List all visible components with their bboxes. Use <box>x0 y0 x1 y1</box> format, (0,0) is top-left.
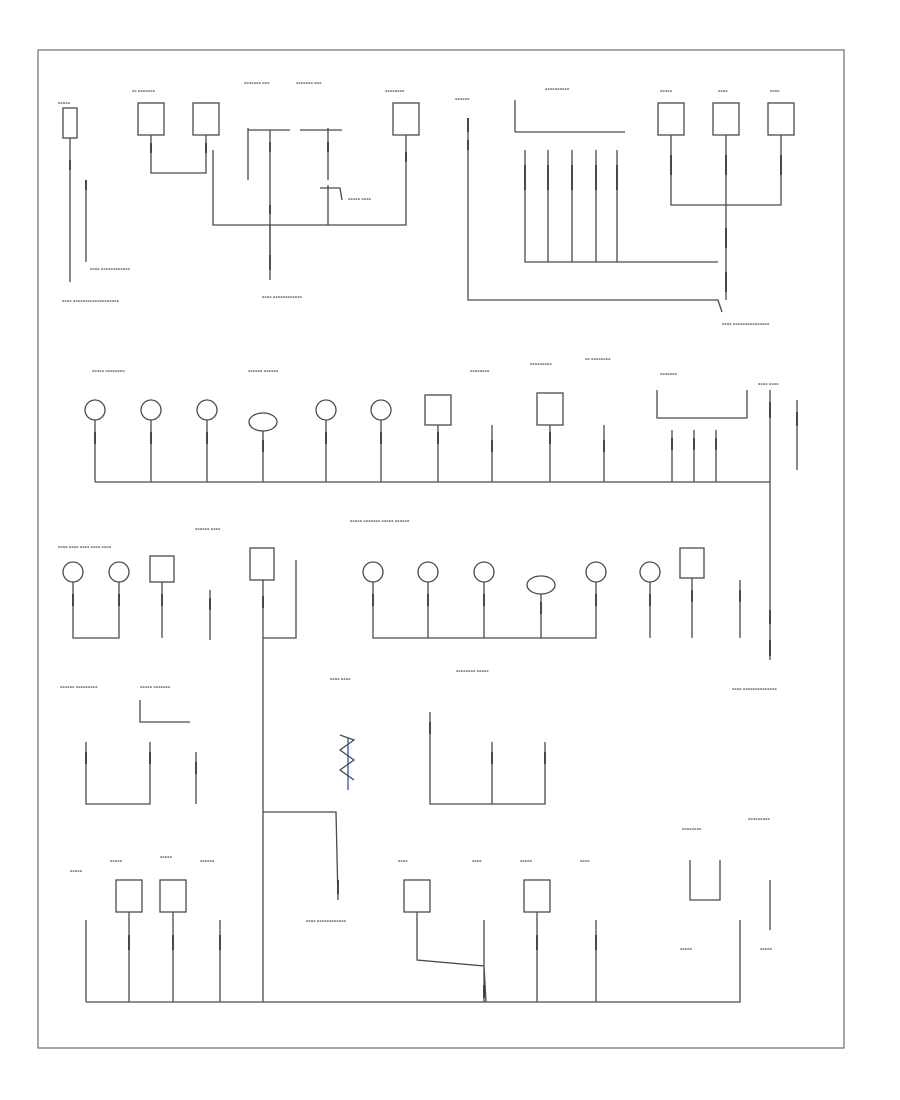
svg-text:▪▪▪▪▪▪ ▪▪▪▪: ▪▪▪▪▪▪ ▪▪▪▪ <box>195 527 221 531</box>
component-box <box>137 102 165 136</box>
svg-text:▪▪▪▪▪▪▪▪: ▪▪▪▪▪▪▪▪ <box>385 89 405 93</box>
svg-text:▪▪▪▪▪: ▪▪▪▪▪ <box>660 89 673 93</box>
component-box <box>767 102 795 136</box>
svg-text:▪▪▪▪ ▪▪▪▪▪▪▪▪▪▪▪▪: ▪▪▪▪ ▪▪▪▪▪▪▪▪▪▪▪▪ <box>306 919 347 923</box>
svg-text:▪▪▪▪▪: ▪▪▪▪▪ <box>520 859 533 863</box>
svg-text:▪▪▪▪ ▪▪▪▪: ▪▪▪▪ ▪▪▪▪ <box>758 382 779 386</box>
svg-text:▪▪▪▪: ▪▪▪▪ <box>580 859 590 863</box>
svg-text:▪▪▪▪▪▪▪ ▪▪▪: ▪▪▪▪▪▪▪ ▪▪▪ <box>244 81 270 85</box>
svg-text:▪▪▪▪▪▪▪▪▪▪: ▪▪▪▪▪▪▪▪▪▪ <box>545 87 570 91</box>
section-two: ▪▪▪▪▪ ▪▪▪▪▪▪▪▪ ▪▪▪▪▪▪ ▪▪▪▪▪▪ ▪▪▪▪▪▪▪▪ ▪▪… <box>84 357 798 660</box>
svg-text:▪▪▪▪▪▪▪ ▪▪▪: ▪▪▪▪▪▪▪ ▪▪▪ <box>296 81 322 85</box>
svg-text:▪▪▪▪▪▪ ▪▪▪▪▪▪: ▪▪▪▪▪▪ ▪▪▪▪▪▪ <box>248 369 279 373</box>
svg-text:▪▪▪▪▪▪▪: ▪▪▪▪▪▪▪ <box>660 372 678 376</box>
svg-text:▪▪▪▪ ▪▪▪▪: ▪▪▪▪ ▪▪▪▪ <box>330 677 351 681</box>
section-three: ▪▪▪▪ ▪▪▪▪ ▪▪▪▪ ▪▪▪▪ ▪▪▪▪ ▪▪▪▪▪ ▪▪▪▪▪▪▪ ▪… <box>58 519 741 1002</box>
svg-text:▪▪▪▪▪ ▪▪▪▪▪▪▪▪: ▪▪▪▪▪ ▪▪▪▪▪▪▪▪ <box>92 369 125 373</box>
svg-text:▪▪▪▪ ▪▪▪▪▪▪▪▪▪▪▪▪▪▪▪: ▪▪▪▪ ▪▪▪▪▪▪▪▪▪▪▪▪▪▪▪ <box>722 322 770 326</box>
svg-text:▪▪ ▪▪▪▪▪▪▪▪: ▪▪ ▪▪▪▪▪▪▪▪ <box>585 357 611 361</box>
lamp-row <box>84 399 392 432</box>
svg-text:▪▪▪▪ ▪▪▪▪▪▪▪▪▪▪▪▪▪▪▪▪▪▪▪: ▪▪▪▪ ▪▪▪▪▪▪▪▪▪▪▪▪▪▪▪▪▪▪▪ <box>62 299 120 303</box>
svg-text:▪▪▪▪: ▪▪▪▪ <box>718 89 728 93</box>
svg-text:▪▪▪▪▪▪▪▪: ▪▪▪▪▪▪▪▪ <box>470 369 490 373</box>
section-bottom: ▪▪▪▪▪ ▪▪▪▪▪ ▪▪▪▪▪ ▪▪▪▪▪▪ ▪▪▪▪ ▪▪▪▪ ▪▪▪▪▪… <box>70 817 773 1003</box>
component-box <box>192 102 220 136</box>
svg-text:▪▪▪▪▪▪: ▪▪▪▪▪▪ <box>200 859 215 863</box>
section-four: ▪▪▪▪▪▪ ▪▪▪▪▪▪▪▪▪ ▪▪▪▪▪ ▪▪▪▪▪▪▪ ▪▪▪▪ ▪▪▪▪… <box>60 669 778 901</box>
svg-text:▪▪▪▪ ▪▪▪▪▪▪▪▪▪▪▪▪▪▪: ▪▪▪▪ ▪▪▪▪▪▪▪▪▪▪▪▪▪▪ <box>732 687 778 691</box>
section-top: ▪▪▪▪▪ ▪▪ ▪▪▪▪▪▪▪ ▪▪▪▪▪▪▪ ▪▪▪ ▪▪▪▪▪▪▪ ▪▪▪… <box>58 81 795 326</box>
svg-text:▪▪▪▪▪: ▪▪▪▪▪ <box>58 101 71 105</box>
svg-text:▪▪▪▪▪ ▪▪▪▪: ▪▪▪▪▪ ▪▪▪▪ <box>348 197 372 201</box>
svg-text:▪▪▪▪: ▪▪▪▪ <box>770 89 780 93</box>
svg-text:▪▪▪▪▪▪ ▪▪▪▪▪▪▪▪▪: ▪▪▪▪▪▪ ▪▪▪▪▪▪▪▪▪ <box>60 685 98 689</box>
component-box <box>392 102 420 136</box>
svg-text:▪▪▪▪▪: ▪▪▪▪▪ <box>110 859 123 863</box>
component-box <box>657 102 685 136</box>
svg-text:▪▪▪▪▪: ▪▪▪▪▪ <box>760 947 773 951</box>
svg-text:▪▪▪▪▪: ▪▪▪▪▪ <box>160 855 173 859</box>
diagram-frame <box>37 49 845 1049</box>
svg-text:▪▪▪▪▪: ▪▪▪▪▪ <box>70 869 83 873</box>
svg-text:▪▪▪▪▪▪▪▪: ▪▪▪▪▪▪▪▪ <box>682 827 702 831</box>
component-box <box>712 102 740 136</box>
svg-text:▪▪▪▪▪ ▪▪▪▪▪▪▪ ▪▪▪▪▪ ▪▪▪▪▪▪: ▪▪▪▪▪ ▪▪▪▪▪▪▪ ▪▪▪▪▪ ▪▪▪▪▪▪ <box>350 519 410 523</box>
svg-text:▪▪▪▪▪▪▪▪ ▪▪▪▪▪: ▪▪▪▪▪▪▪▪ ▪▪▪▪▪ <box>456 669 489 673</box>
svg-text:▪▪▪▪▪▪▪▪▪: ▪▪▪▪▪▪▪▪▪ <box>530 362 552 366</box>
svg-text:▪▪▪▪▪ ▪▪▪▪▪▪▪: ▪▪▪▪▪ ▪▪▪▪▪▪▪ <box>140 685 171 689</box>
svg-text:▪▪▪▪ ▪▪▪▪▪▪▪▪▪▪▪▪: ▪▪▪▪ ▪▪▪▪▪▪▪▪▪▪▪▪ <box>90 267 131 271</box>
svg-text:▪▪▪▪▪▪▪▪▪: ▪▪▪▪▪▪▪▪▪ <box>748 817 770 821</box>
svg-text:▪▪▪▪▪: ▪▪▪▪▪ <box>680 947 693 951</box>
svg-text:▪▪ ▪▪▪▪▪▪▪: ▪▪ ▪▪▪▪▪▪▪ <box>132 89 156 93</box>
svg-text:▪▪▪▪: ▪▪▪▪ <box>398 859 408 863</box>
svg-text:▪▪▪▪▪▪: ▪▪▪▪▪▪ <box>455 97 470 101</box>
svg-text:▪▪▪▪ ▪▪▪▪▪▪▪▪▪▪▪▪: ▪▪▪▪ ▪▪▪▪▪▪▪▪▪▪▪▪ <box>262 295 303 299</box>
svg-text:▪▪▪▪: ▪▪▪▪ <box>472 859 482 863</box>
svg-text:▪▪▪▪ ▪▪▪▪ ▪▪▪▪ ▪▪▪▪ ▪▪▪▪: ▪▪▪▪ ▪▪▪▪ ▪▪▪▪ ▪▪▪▪ ▪▪▪▪ <box>58 545 112 549</box>
